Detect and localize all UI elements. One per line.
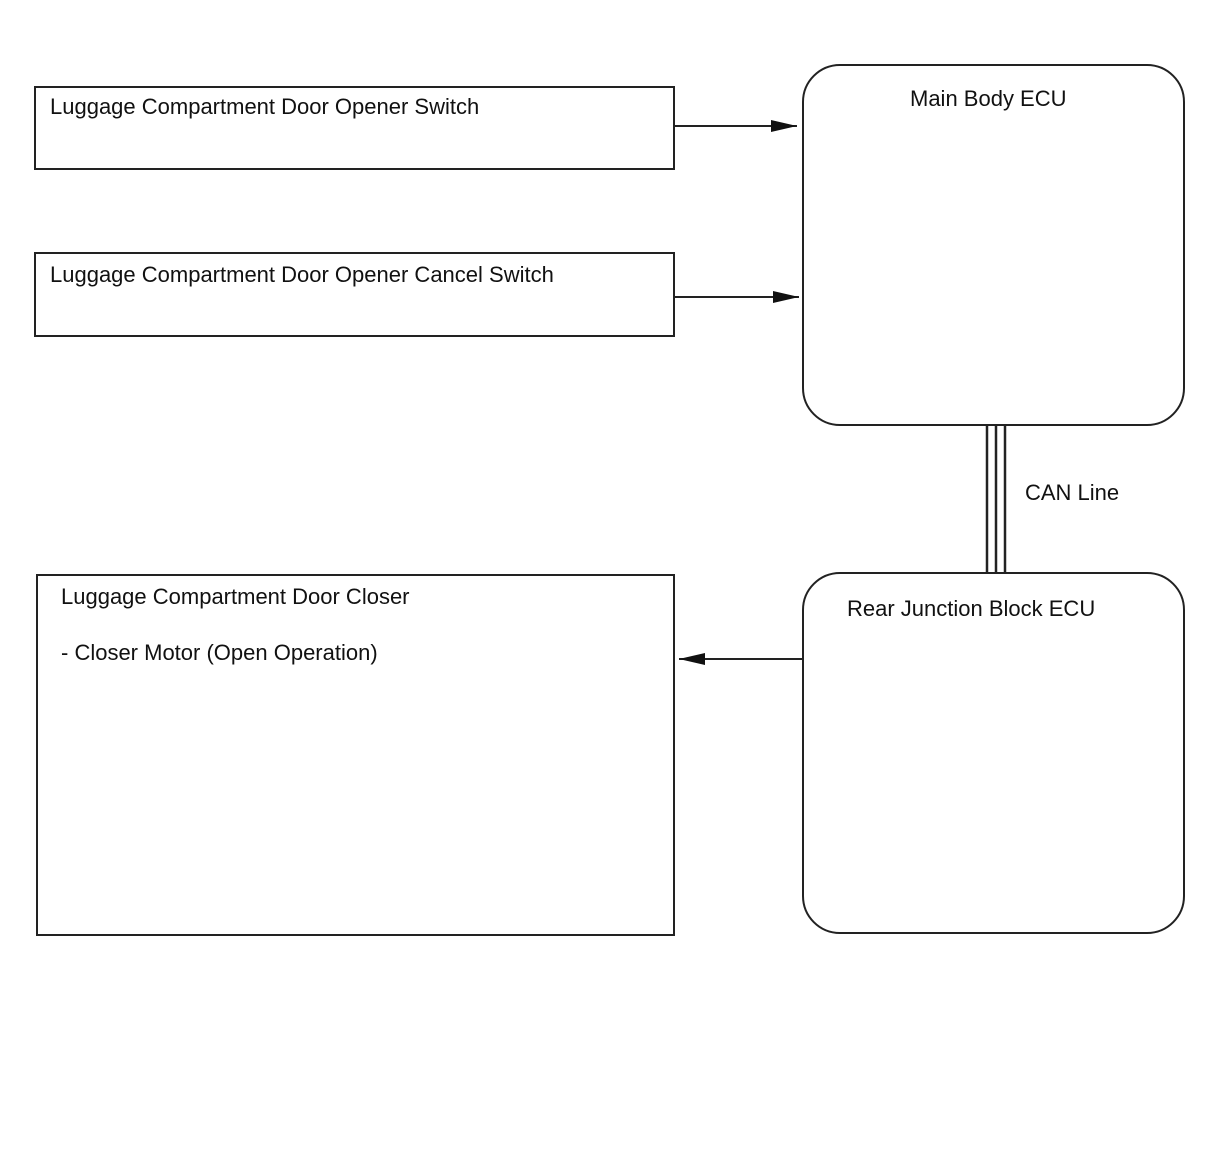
can-line-label: CAN Line [1025, 480, 1120, 505]
rear-junction-ecu-box: Rear Junction Block ECU [802, 572, 1185, 934]
main-body-ecu-label: Main Body ECU [910, 86, 1067, 111]
door-closer-label: Luggage Compartment Door Closer [61, 584, 410, 609]
main-body-ecu-box: Main Body ECU [802, 64, 1185, 426]
closer-motor-label: - Closer Motor (Open Operation) [61, 640, 378, 665]
opener-switch-box: Luggage Compartment Door Opener Switch [34, 86, 675, 170]
opener-switch-label: Luggage Compartment Door Opener Switch [50, 94, 480, 119]
cancel-switch-label: Luggage Compartment Door Opener Cancel S… [50, 262, 554, 287]
cancel-switch-box: Luggage Compartment Door Opener Cancel S… [34, 252, 675, 337]
can-line-bus [985, 424, 1007, 574]
door-closer-box: Luggage Compartment Door Closer - Closer… [36, 574, 675, 936]
rear-junction-ecu-label: Rear Junction Block ECU [847, 596, 1096, 621]
